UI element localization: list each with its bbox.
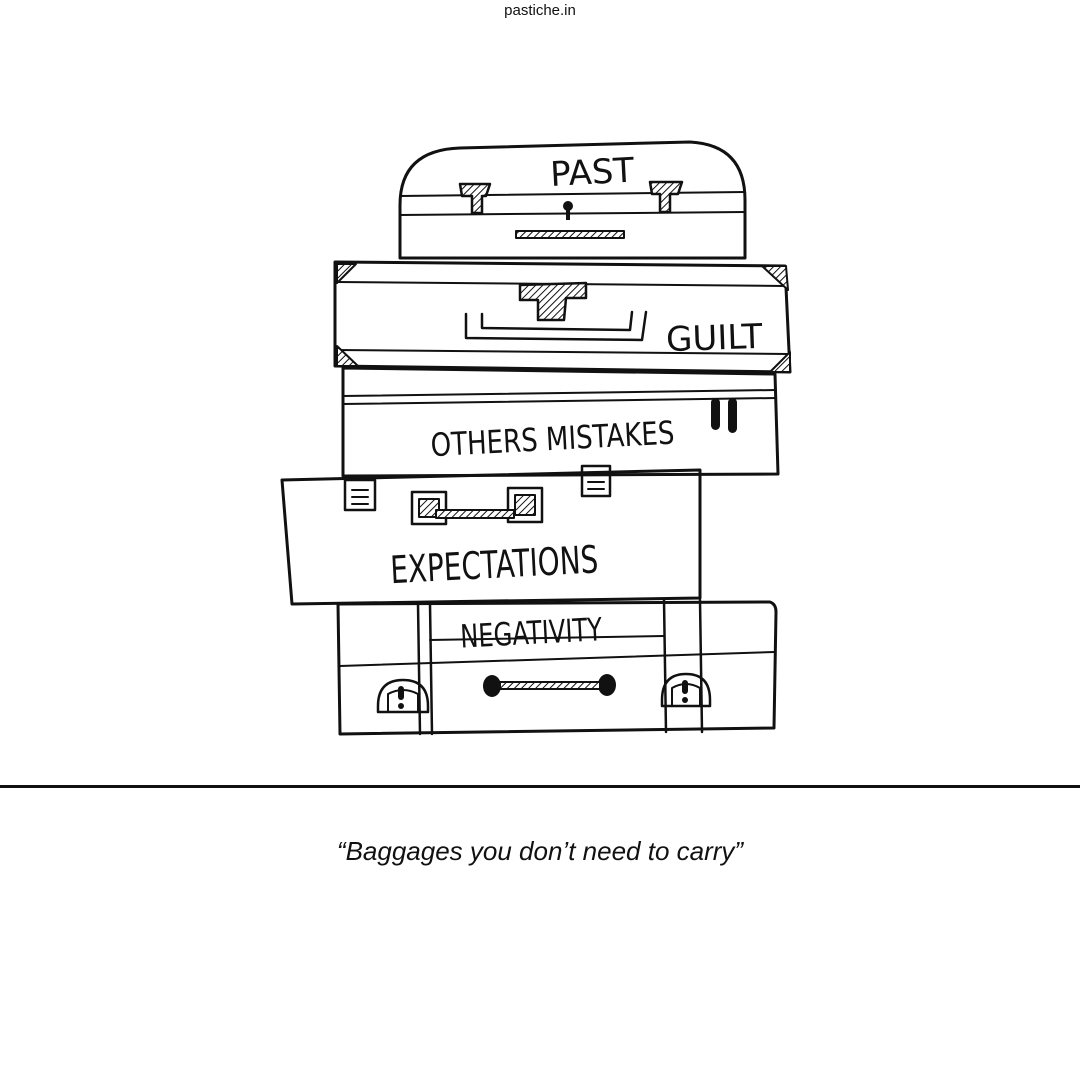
label-others-mistakes: OTHERS MISTAKES bbox=[430, 414, 676, 465]
site-credit: pastiche.in bbox=[504, 2, 576, 19]
tag-icon bbox=[343, 478, 377, 512]
suitcase-expectations bbox=[280, 464, 702, 606]
suitcase-others-mistakes bbox=[341, 366, 780, 478]
clasp-left-icon bbox=[458, 182, 492, 215]
caption-quote: “Baggages you don’t need to carry” bbox=[336, 836, 744, 866]
buckle-icon bbox=[660, 672, 712, 708]
corner-icon bbox=[769, 351, 791, 373]
strap-left bbox=[416, 602, 434, 736]
handle-mount-icon bbox=[518, 281, 588, 322]
label-expectations: EXPECTATIONS bbox=[389, 537, 599, 592]
suitcase-others-mistakes-body bbox=[341, 366, 780, 478]
label-negativity: NEGATIVITY bbox=[459, 610, 603, 655]
corner-icon bbox=[761, 265, 789, 291]
strap-right bbox=[662, 598, 704, 734]
suitcase-past bbox=[398, 140, 747, 260]
buckle-icon bbox=[376, 678, 430, 714]
handle-icon bbox=[410, 486, 544, 526]
latch-icon bbox=[728, 398, 737, 433]
corner-icon bbox=[336, 263, 357, 284]
suitcase-negativity bbox=[336, 598, 778, 736]
label-past: PAST bbox=[549, 151, 635, 195]
label-guilt: GUILT bbox=[665, 317, 763, 360]
suitcase-past-body bbox=[398, 140, 747, 260]
tag-icon bbox=[580, 464, 612, 498]
ground-line bbox=[0, 785, 1080, 788]
suitcase-stack-illustration: PAST GUILT OTHERS MISTAKES EXPECTATIONS … bbox=[280, 140, 792, 736]
suitcase-expectations-body bbox=[280, 468, 702, 606]
handle-bar-icon bbox=[515, 230, 625, 239]
suitcase-guilt bbox=[333, 260, 792, 374]
handle-icon bbox=[464, 310, 648, 342]
keyhole-icon bbox=[563, 201, 573, 220]
clasp-right-icon bbox=[648, 180, 684, 214]
suitcase-negativity-body bbox=[336, 600, 778, 736]
handle-icon bbox=[483, 674, 616, 697]
latch-icon bbox=[711, 398, 720, 430]
corner-icon bbox=[336, 345, 359, 367]
